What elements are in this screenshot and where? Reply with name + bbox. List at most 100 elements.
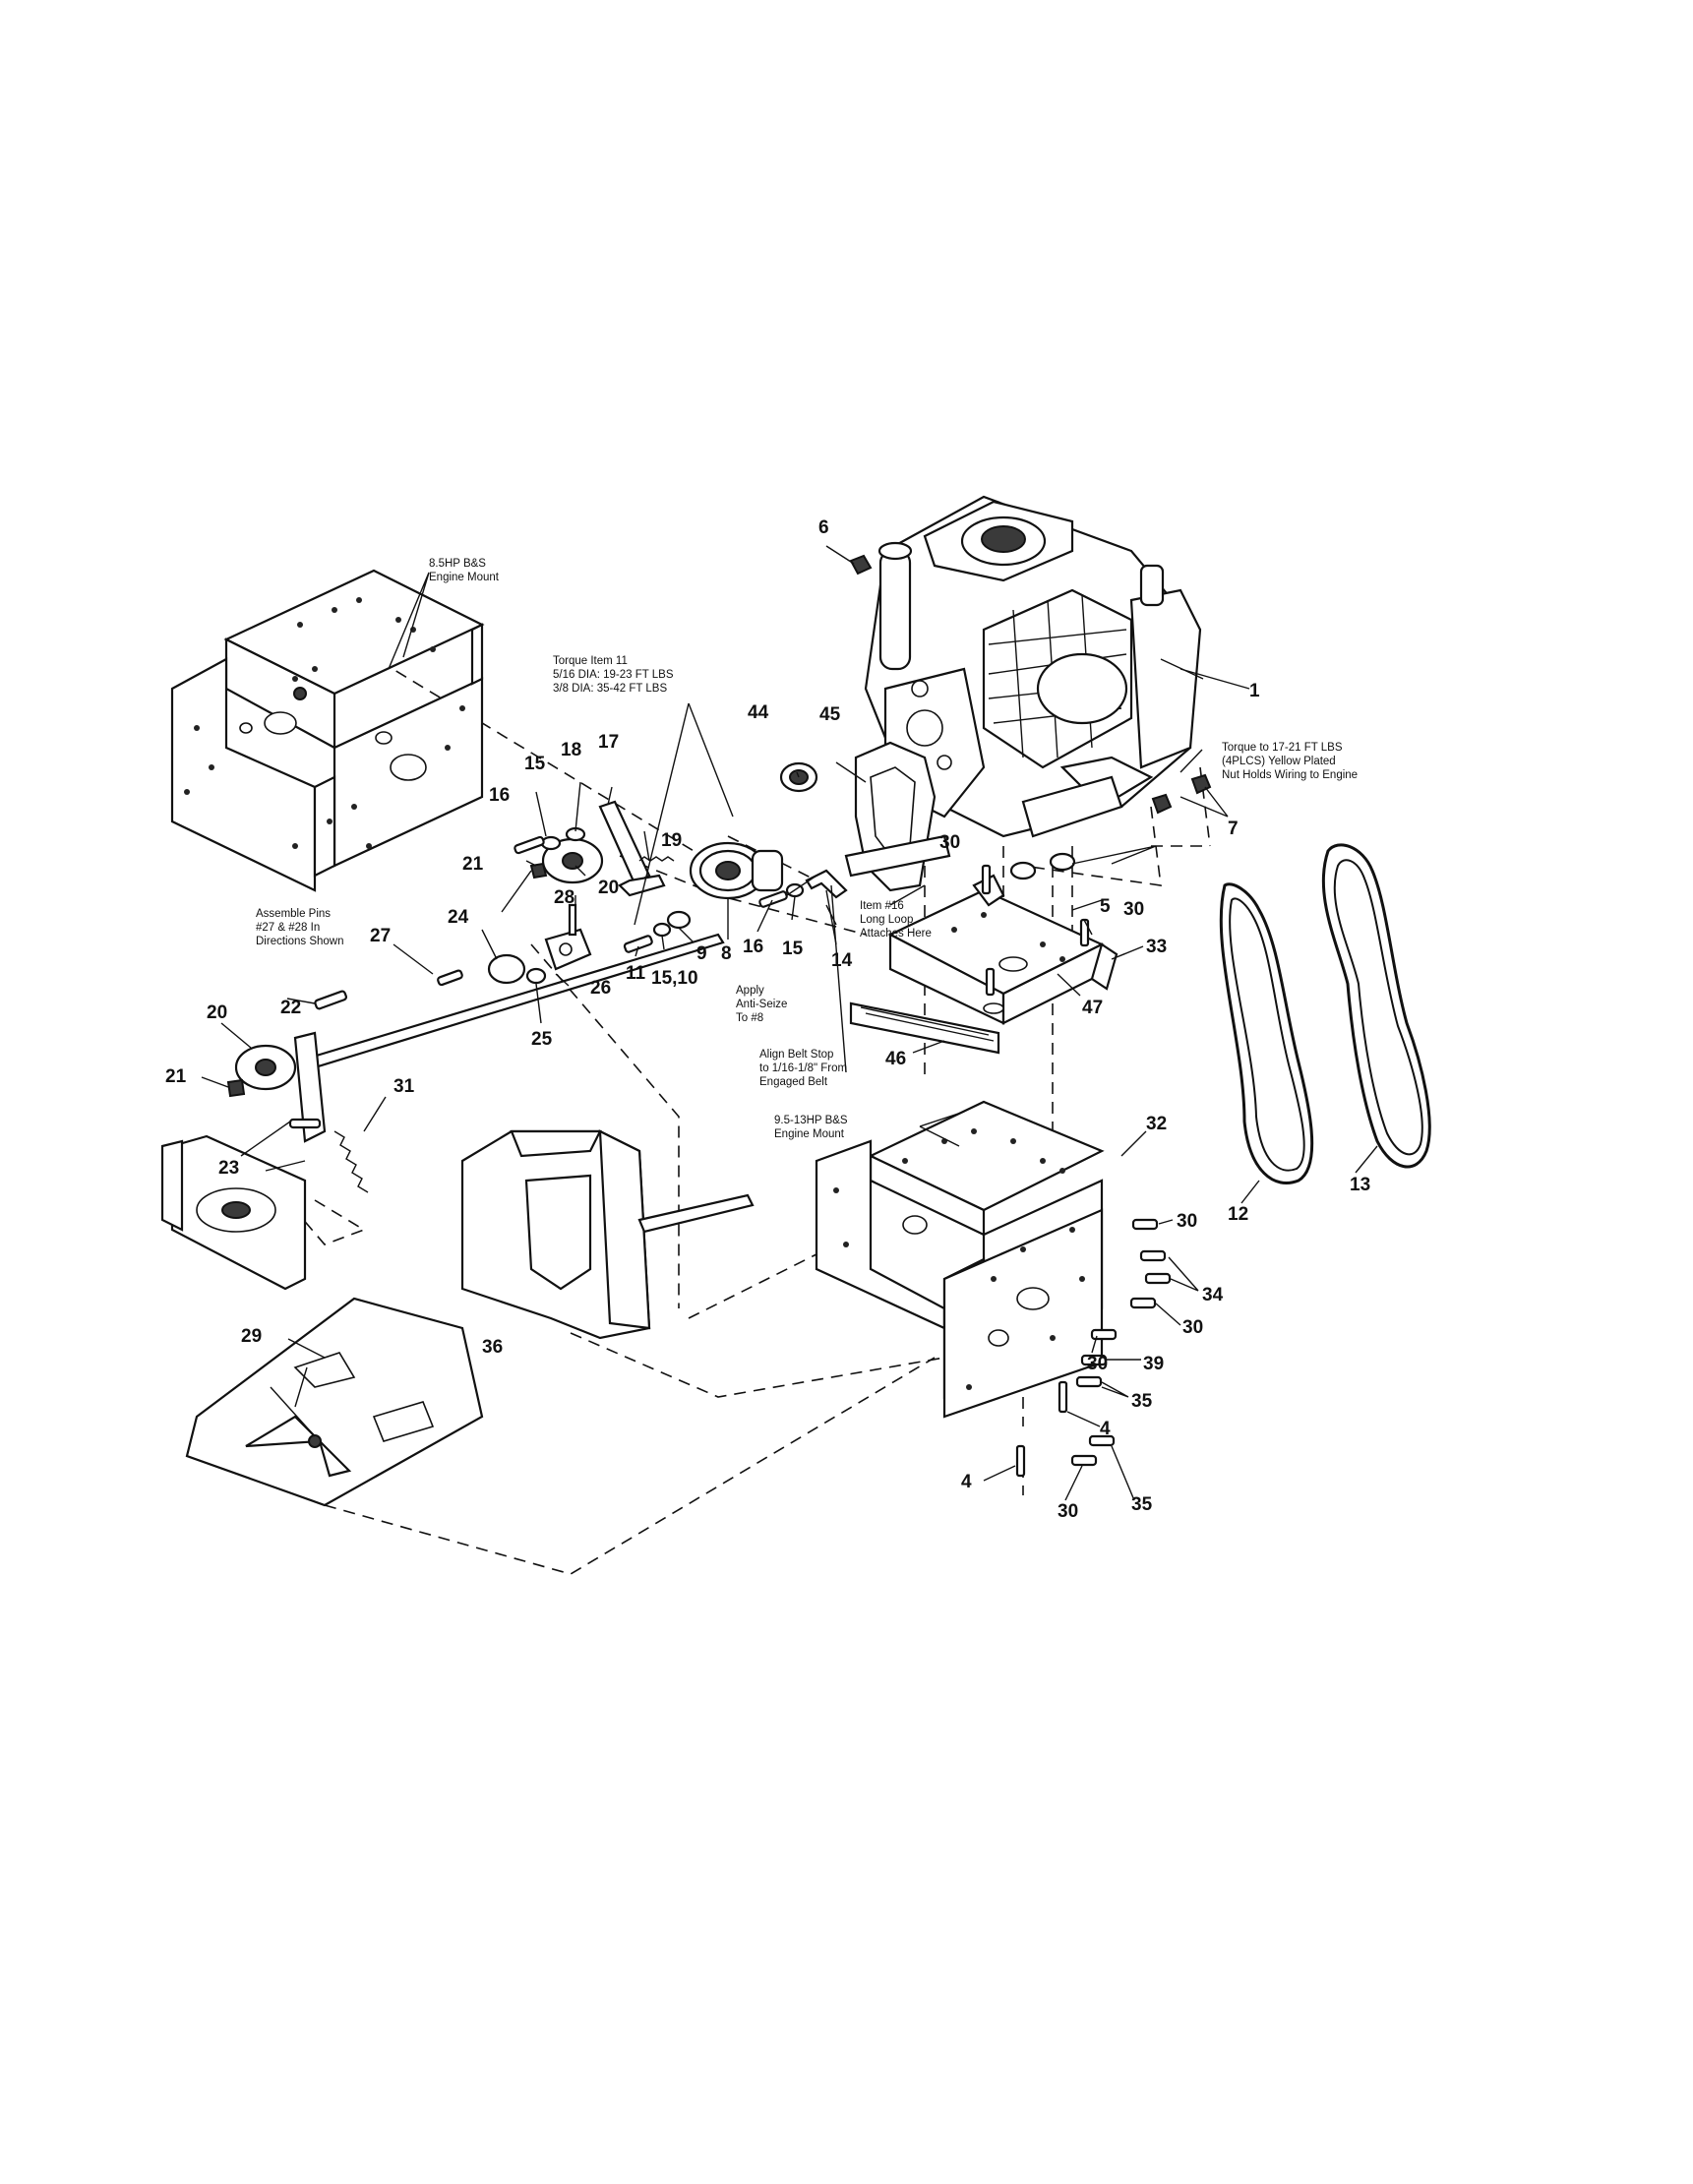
note-align-belt-stop: Align Belt Stop to 1/16-1/8" From Engage… [759, 1049, 847, 1088]
callout-5: 5 [1100, 896, 1111, 917]
lower-left-bracket [160, 1134, 307, 1291]
callout-20-lower: 20 [207, 1002, 227, 1023]
svg-text:to 1/16-1/8" From: to 1/16-1/8" From [759, 1062, 847, 1074]
callout-4-lower: 4 [961, 1472, 972, 1492]
callout-21-lower: 21 [165, 1066, 187, 1087]
svg-text:Torque Item 11: Torque Item 11 [553, 655, 628, 667]
callout-47: 47 [1082, 998, 1103, 1018]
callout-7: 7 [1228, 819, 1239, 839]
callout-30-r1: 30 [1177, 1211, 1197, 1232]
callout-9: 9 [696, 943, 707, 964]
callout-15-upper: 15 [524, 754, 546, 774]
note-engine-mount-9-5-13hp: 9.5-13HP B&S Engine Mount [774, 1115, 848, 1140]
callout-36: 36 [482, 1337, 503, 1358]
strip-46 [849, 1001, 1000, 1055]
callout-1: 1 [1249, 681, 1260, 701]
callout-14: 14 [831, 950, 853, 971]
callout-32: 32 [1146, 1114, 1167, 1134]
callout-30-r3: 30 [1087, 1354, 1108, 1374]
svg-text:#27 & #28 In: #27 & #28 In [256, 922, 320, 934]
callout-4-upper: 4 [1100, 1419, 1111, 1439]
callout-27: 27 [370, 926, 391, 946]
engine [864, 495, 1202, 838]
engine-mount-9-5-13hp [815, 1100, 1105, 1419]
callout-30-r2: 30 [1182, 1317, 1203, 1338]
callout-8: 8 [721, 943, 732, 964]
mount-plate-33 [887, 874, 1119, 1025]
callout-45: 45 [819, 704, 841, 725]
callout-12: 12 [1228, 1204, 1248, 1225]
callout-numbers: 6 1 7 5 30 30 33 47 46 44 45 17 18 15 16… [165, 517, 1370, 1522]
svg-text:Torque to 17-21 FT LBS: Torque to 17-21 FT LBS [1222, 742, 1343, 754]
drive-belts [1219, 843, 1431, 1184]
svg-text:5/16 DIA: 19-23 FT LBS: 5/16 DIA: 19-23 FT LBS [553, 669, 674, 681]
callout-46: 46 [885, 1049, 906, 1069]
callout-6: 6 [818, 517, 829, 538]
callout-44: 44 [748, 702, 769, 723]
callout-30-mid: 30 [1123, 899, 1144, 920]
svg-text:To #8: To #8 [736, 1012, 763, 1024]
callout-39: 39 [1143, 1354, 1164, 1374]
note-torque-item-11: Torque Item 11 5/16 DIA: 19-23 FT LBS 3/… [553, 655, 674, 695]
belt-guard-45 [844, 741, 951, 892]
svg-text:Item #16: Item #16 [860, 900, 904, 912]
callout-26: 26 [590, 978, 611, 999]
callout-31: 31 [393, 1076, 415, 1097]
callout-25: 25 [531, 1029, 553, 1050]
callout-17: 17 [598, 732, 619, 753]
fasteners-right [849, 554, 1212, 1478]
callout-20-upper: 20 [598, 878, 619, 898]
callout-11: 11 [626, 963, 646, 984]
callout-16-lower: 16 [743, 937, 763, 957]
engine-mount-8-5hp [170, 569, 485, 892]
note-torque-nut: Torque to 17-21 FT LBS (4PLCS) Yellow Pl… [1222, 742, 1358, 781]
callout-34: 34 [1202, 1285, 1224, 1305]
note-assemble-pins: Assemble Pins #27 & #28 In Directions Sh… [256, 908, 343, 947]
callout-35-upper: 35 [1131, 1391, 1153, 1412]
callout-22: 22 [280, 998, 301, 1018]
belt-stop-14 [786, 869, 848, 899]
note-item-16-long-loop: Item #16 Long Loop Attaches Here [860, 900, 932, 940]
svg-text:Engaged Belt: Engaged Belt [759, 1076, 828, 1088]
idler-shaft [226, 933, 725, 1193]
idler-assembly-upper [514, 800, 675, 897]
callout-23: 23 [218, 1158, 239, 1179]
callout-16-upper: 16 [489, 785, 510, 806]
engine-pulley-8 [689, 841, 784, 900]
svg-text:Apply: Apply [736, 985, 764, 997]
callout-29: 29 [241, 1326, 262, 1347]
svg-text:Nut Holds Wiring to Engine: Nut Holds Wiring to Engine [1222, 769, 1358, 781]
svg-text:Engine Mount: Engine Mount [429, 572, 500, 583]
callout-21-upper: 21 [462, 854, 484, 875]
auger-housing-36 [460, 1129, 755, 1340]
svg-text:3/8 DIA: 35-42 FT LBS: 3/8 DIA: 35-42 FT LBS [553, 683, 667, 695]
callout-19: 19 [661, 830, 682, 851]
svg-text:9.5-13HP B&S: 9.5-13HP B&S [774, 1115, 848, 1126]
svg-text:Engine Mount: Engine Mount [774, 1128, 845, 1140]
callout-30-bottom: 30 [1058, 1501, 1078, 1522]
svg-text:Attaches Here: Attaches Here [860, 928, 932, 940]
svg-text:Directions Shown: Directions Shown [256, 936, 343, 947]
bolt-assembly-11-10-9 [623, 882, 805, 953]
callout-13: 13 [1350, 1175, 1370, 1195]
idler-arm-26 [487, 903, 592, 985]
callout-33: 33 [1146, 937, 1167, 957]
note-anti-seize: Apply Anti-Seize To #8 [736, 985, 787, 1024]
callout-15-lower: 15 [782, 939, 804, 959]
callout-35-lower: 35 [1131, 1494, 1153, 1515]
plate-29 [185, 1297, 484, 1507]
callout-15-10: 15,10 [651, 968, 698, 989]
callout-28: 28 [554, 887, 574, 908]
svg-text:Assemble Pins: Assemble Pins [256, 908, 331, 920]
callout-24: 24 [448, 907, 469, 928]
callout-18: 18 [561, 740, 581, 760]
svg-text:(4PLCS) Yellow Plated: (4PLCS) Yellow Plated [1222, 756, 1336, 767]
svg-text:8.5HP B&S: 8.5HP B&S [429, 558, 486, 570]
svg-text:Anti-Seize: Anti-Seize [736, 999, 787, 1010]
callout-30-top: 30 [939, 832, 960, 853]
svg-text:Long Loop: Long Loop [860, 914, 913, 926]
leader-lines [201, 545, 1378, 1501]
svg-text:Align Belt Stop: Align Belt Stop [759, 1049, 833, 1061]
note-engine-mount-8-5hp: 8.5HP B&S Engine Mount [429, 558, 500, 583]
